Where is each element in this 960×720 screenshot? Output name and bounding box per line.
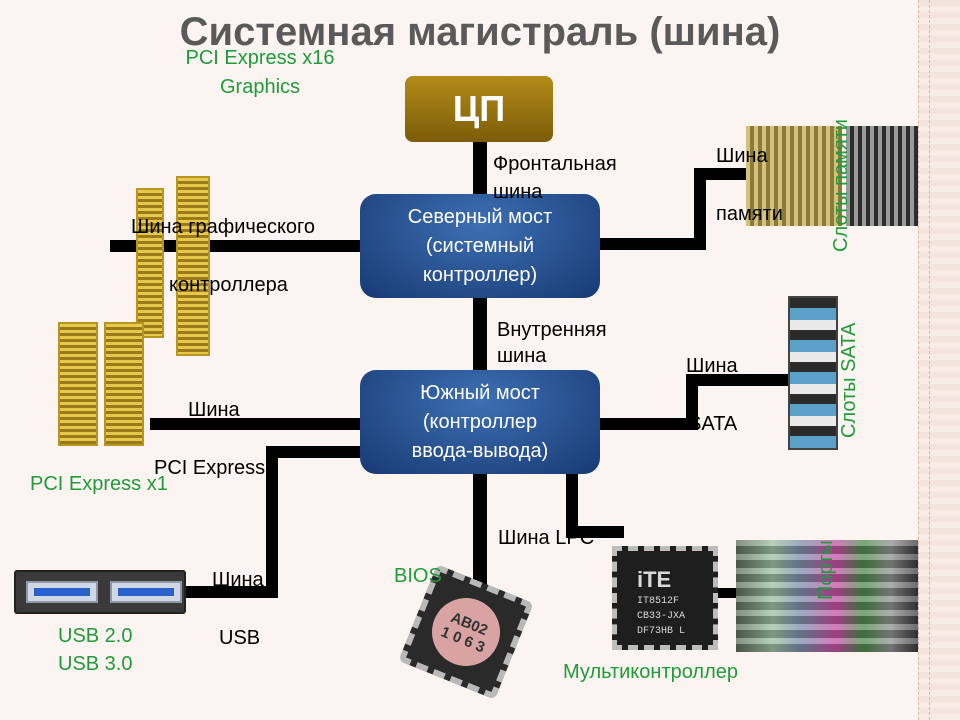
usb-label-2: USB 3.0 [58, 653, 133, 675]
memory-bus-line-h [598, 238, 706, 250]
graphics-bus-label-2: контроллера [169, 274, 288, 296]
south-bridge-line-1: Южный мост [420, 381, 540, 404]
memory-bus-line-v [694, 168, 706, 250]
memory-bus-label-1: Шина [716, 145, 768, 167]
sata-bus-line-h [598, 418, 696, 430]
multicontroller-label: Мультиконтроллер [563, 661, 738, 683]
sata-slot-image [788, 296, 838, 450]
south-bridge-line-3: ввода-вывода) [411, 439, 549, 462]
pcie-bus-label-2: PCI Express [154, 457, 266, 479]
slide-border [918, 0, 960, 720]
sata-bus-label-1: Шина [686, 355, 738, 377]
ports-label: Порты [815, 540, 837, 600]
memory-slot-image-2 [846, 126, 918, 226]
frontal-bus-label-1: Фронтальная [493, 153, 617, 175]
slide-title: Системная магистраль (шина) [179, 10, 781, 54]
internal-bus-label-1: Внутренняя [497, 319, 607, 341]
pcie-x1-slot-image [58, 322, 98, 446]
frontal-bus-line [473, 140, 487, 196]
sata-bus-label-2: SATA [688, 413, 738, 435]
usb-label-1: USB 2.0 [58, 625, 133, 647]
pcie-bus-label-1: Шина [188, 399, 240, 421]
south-bridge-block: Южный мост (контроллер ввода-вывода) [360, 370, 600, 474]
graphics-bus-line [110, 240, 362, 252]
south-bridge-line-2: (контроллер [422, 410, 538, 433]
lpc-bus-line-h [566, 526, 624, 538]
lpc-bus-label: Шина LPC [498, 527, 595, 549]
ite-code-1: IT8512F [637, 596, 680, 607]
north-bridge-block: Северный мост (системный контроллер) [360, 194, 600, 298]
sata-bus-line-v [686, 374, 698, 430]
internal-bus-label-2: шина [497, 345, 547, 367]
pcie-x1-label: PCI Express x1 [30, 473, 168, 495]
sata-bus-line-top [686, 374, 790, 386]
ite-logo: iTE [637, 567, 672, 592]
ite-code-2: CB33-JXA [637, 611, 686, 622]
sata-slots-label: Слоты SATA [838, 322, 860, 438]
usb-bus-line-v [266, 446, 278, 598]
memory-slot-image [746, 126, 842, 226]
pcie-x16-label-2: Graphics [219, 76, 301, 98]
usb-port [26, 581, 98, 603]
multicontroller-chip-image: iTE IT8512F CB33-JXA DF73HB L [612, 546, 718, 650]
bios-bus-line [473, 472, 487, 586]
graphics-bus-label-1: Шина графического [131, 216, 316, 238]
usb-port [110, 581, 182, 603]
ite-code-3: DF73HB L [637, 626, 686, 637]
lpc-bus-line-v [566, 472, 578, 538]
frontal-bus-label-2: шина [493, 181, 543, 203]
usb-bus-line-top [266, 446, 366, 458]
pcie-x16-slot-image [136, 188, 164, 338]
north-bridge-line-1: Северный мост [407, 205, 553, 228]
pcie-x16-slot-image-2 [176, 176, 210, 356]
pcie-x16-label-1: PCI Express x16 [185, 47, 335, 69]
internal-bus-line [473, 296, 487, 372]
pcie-x1-slot-image-2 [104, 322, 144, 446]
memory-bus-label-2: памяти [716, 203, 783, 225]
usb-bus-line-h [184, 586, 278, 598]
memory-slots-label: Слоты памяти [830, 119, 852, 252]
memory-bus-line-top [694, 168, 746, 180]
usb-bus-label-2: USB [219, 627, 261, 649]
north-bridge-line-3: контроллер) [422, 263, 538, 286]
usb-bus-label-1: Шина [212, 569, 264, 591]
ports-bus-line [716, 588, 738, 598]
bios-chip-label: AB02 1 0 6 3 [421, 587, 511, 677]
bios-label: BIOS [394, 565, 442, 587]
pcie-bus-line [150, 418, 362, 430]
cpu-block: ЦП [405, 76, 553, 142]
ports-image [736, 540, 918, 652]
north-bridge-line-2: (системный [425, 234, 535, 257]
usb-ports-image [14, 570, 186, 614]
